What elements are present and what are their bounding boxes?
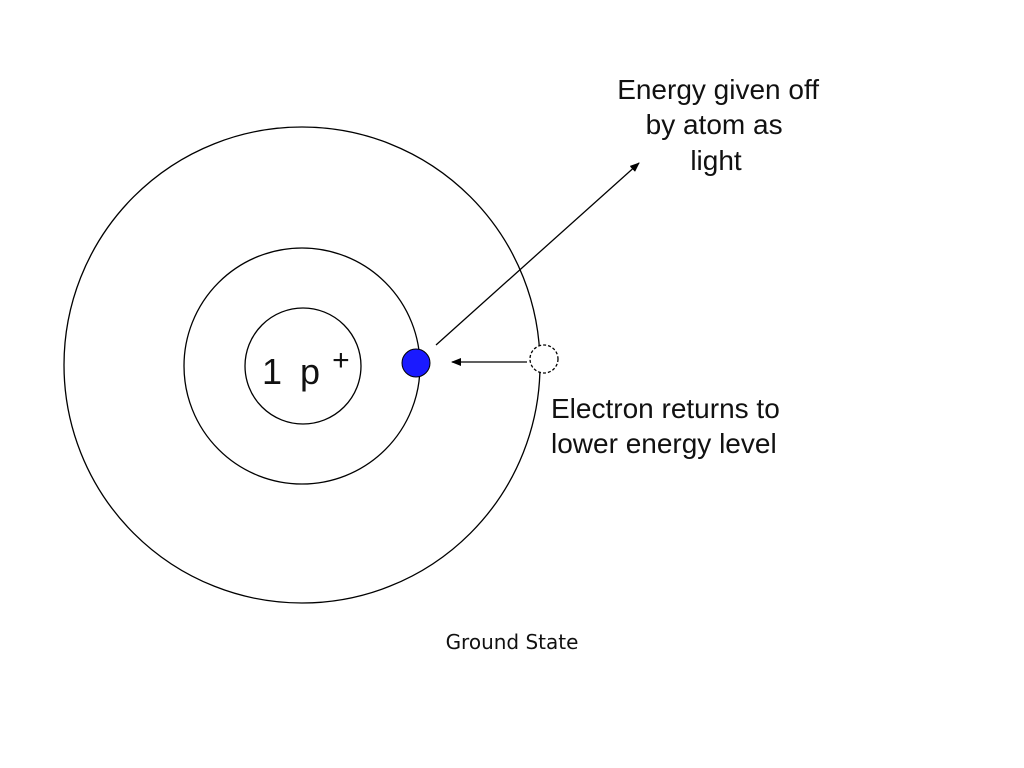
diagram-caption: Ground State [445,630,579,654]
transition-label-line-2: lower energy level [551,428,777,459]
nucleus-label: 1 p + [262,344,350,392]
emission-label-line-3: light [690,145,742,176]
emission-arrow [435,162,640,346]
nucleus-charge: + [332,344,350,377]
nucleus-count: 1 [262,351,282,392]
transition-label-line-1: Electron returns to [551,393,780,424]
emission-label-line-1: Energy given off [617,74,819,105]
nucleus-particle: p [300,351,320,392]
emission-label-line-2: by atom as [646,109,783,140]
electron-excited-position [529,344,559,374]
electron-ground [401,348,431,378]
nucleus [244,307,362,425]
emission-label: Energy given off by atom as light [617,74,827,176]
transition-label: Electron returns to lower energy level [551,393,788,459]
